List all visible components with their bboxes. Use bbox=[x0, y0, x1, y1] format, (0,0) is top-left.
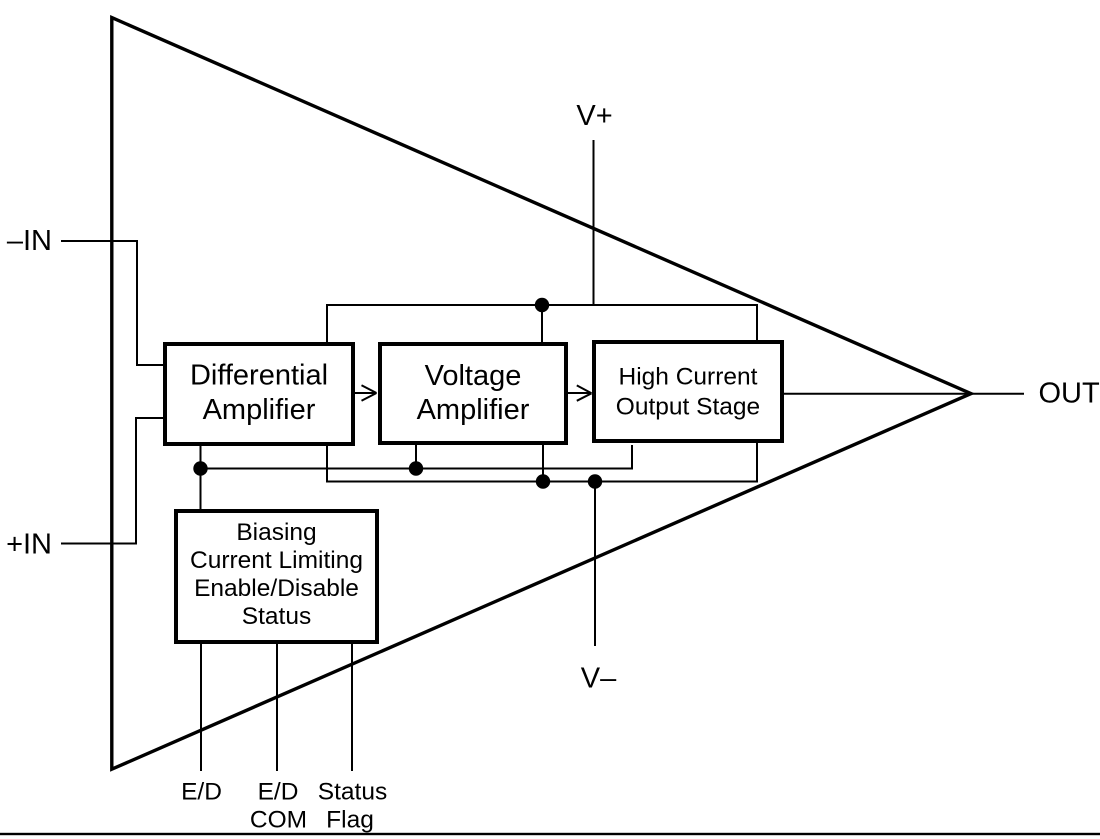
svg-text:High Current: High Current bbox=[619, 364, 758, 391]
svg-text:Status: Status bbox=[242, 603, 311, 630]
svg-text:–IN: –IN bbox=[7, 225, 52, 257]
svg-text:Output Stage: Output Stage bbox=[616, 394, 760, 421]
svg-text:Differential: Differential bbox=[190, 360, 328, 392]
svg-text:+IN: +IN bbox=[6, 529, 52, 561]
svg-text:V–: V– bbox=[581, 663, 617, 695]
svg-text:V+: V+ bbox=[576, 100, 612, 132]
svg-text:Current Limiting: Current Limiting bbox=[190, 547, 363, 574]
svg-text:Enable/Disable: Enable/Disable bbox=[194, 575, 359, 602]
svg-text:Amplifier: Amplifier bbox=[203, 394, 316, 426]
svg-text:Biasing: Biasing bbox=[236, 519, 316, 546]
svg-text:Voltage: Voltage bbox=[425, 360, 522, 392]
svg-text:Amplifier: Amplifier bbox=[417, 394, 530, 426]
svg-text:Flag: Flag bbox=[326, 807, 374, 834]
svg-text:OUT: OUT bbox=[1039, 378, 1100, 410]
svg-text:COM: COM bbox=[250, 807, 307, 834]
svg-text:Status: Status bbox=[318, 779, 387, 806]
svg-text:E/D: E/D bbox=[181, 779, 222, 806]
svg-text:E/D: E/D bbox=[258, 779, 299, 806]
